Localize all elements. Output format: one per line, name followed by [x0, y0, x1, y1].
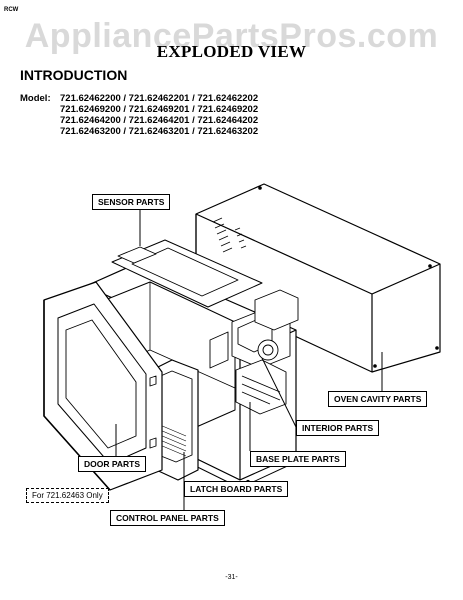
- callout-base-plate-parts[interactable]: BASE PLATE PARTS: [250, 451, 346, 467]
- model-line: 721.62464200 / 721.62464201 / 721.624642…: [60, 115, 259, 126]
- model-list: Model:721.62462200 / 721.62462201 / 721.…: [20, 93, 258, 137]
- callout-sensor-parts[interactable]: SENSOR PARTS: [92, 194, 171, 210]
- model-line: 721.62463200 / 721.62463201 / 721.624632…: [60, 126, 259, 137]
- callout-door-parts[interactable]: DOOR PARTS: [78, 456, 147, 472]
- model-line: 721.62469200 / 721.62469201 / 721.624692…: [60, 104, 259, 115]
- callout-latch-board-parts[interactable]: LATCH BOARD PARTS: [184, 481, 289, 497]
- callout-oven-cavity-parts[interactable]: OVEN CAVITY PARTS: [328, 391, 428, 407]
- page-number: -31-: [225, 574, 238, 581]
- model-line: Model:721.62462200 / 721.62462201 / 721.…: [20, 93, 259, 104]
- corner-mark: RCW: [4, 7, 19, 13]
- model-label: Model:: [20, 93, 51, 104]
- callout-interior-parts[interactable]: INTERIOR PARTS: [296, 420, 380, 436]
- callout-control-panel-parts[interactable]: CONTROL PANEL PARTS: [110, 510, 225, 526]
- section-heading: INTRODUCTION: [20, 67, 128, 83]
- page-title: EXPLODED VIEW: [156, 42, 307, 61]
- note-model-only: For 721.62463 Only: [26, 488, 109, 503]
- watermark: AppliancePartsPros.com: [24, 17, 439, 55]
